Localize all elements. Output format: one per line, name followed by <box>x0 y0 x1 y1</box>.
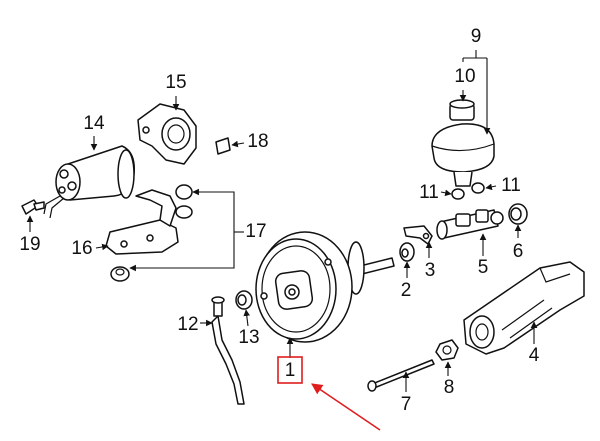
nut-part <box>435 339 459 361</box>
master-cylinder-part <box>436 209 504 240</box>
red-arrow-icon <box>311 383 381 431</box>
grommet-part <box>399 242 415 262</box>
reservoir-part <box>431 99 495 187</box>
highlight-box <box>277 356 303 384</box>
hose-grommet-part <box>235 290 253 310</box>
callout-9: 9 <box>471 26 482 47</box>
callout-18: 18 <box>247 131 268 152</box>
callout-11-left: 11 <box>419 182 439 203</box>
vacuum-hose-part <box>211 296 245 405</box>
isolator-bushing-parts <box>110 184 193 282</box>
callout-17: 17 <box>245 221 266 242</box>
cap-part <box>508 203 528 225</box>
rod-part <box>367 359 435 392</box>
callout-labels: 1 2 3 4 5 6 7 8 9 10 11 11 12 13 14 15 1… <box>19 26 539 415</box>
callout-10: 10 <box>454 66 475 87</box>
callout-7: 7 <box>401 394 412 415</box>
callout-19: 19 <box>19 234 40 255</box>
brake-booster-part <box>255 231 395 343</box>
mounting-plate-part <box>137 103 197 165</box>
fitting-parts <box>451 182 485 200</box>
callout-3: 3 <box>425 260 436 281</box>
lower-bracket-part <box>105 189 179 255</box>
bracket-part <box>403 225 433 245</box>
leader-lines <box>26 50 538 392</box>
callout-4: 4 <box>529 345 540 366</box>
callout-14: 14 <box>83 113 105 134</box>
callout-16: 16 <box>71 238 92 259</box>
callout-6: 6 <box>513 241 524 262</box>
clip-part <box>215 137 231 155</box>
callout-15: 15 <box>165 72 186 93</box>
support-bracket-part <box>463 261 585 355</box>
callout-2: 2 <box>401 280 412 301</box>
callout-5: 5 <box>478 257 489 278</box>
callout-8: 8 <box>444 377 455 398</box>
callout-13: 13 <box>238 327 259 348</box>
highlight-pointer <box>311 383 381 431</box>
pump-motor-part <box>43 145 135 219</box>
callout-11-right: 11 <box>501 175 521 196</box>
callout-12: 12 <box>177 314 198 335</box>
bolt-part <box>21 199 45 215</box>
callout-1: 1 <box>285 360 296 381</box>
